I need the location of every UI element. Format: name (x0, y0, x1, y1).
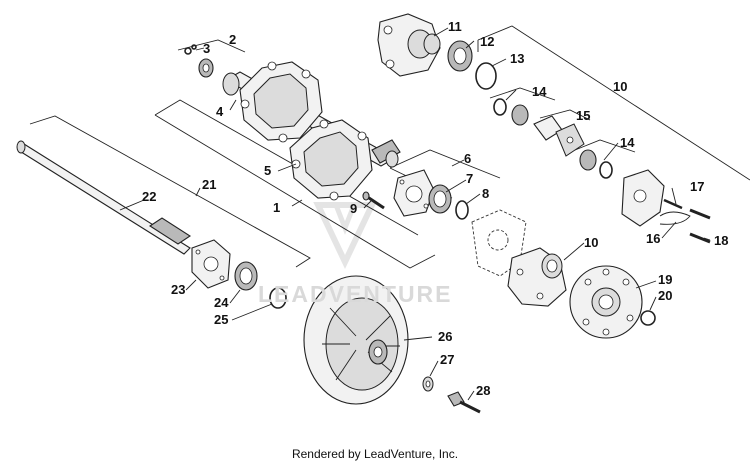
part-2-seal (198, 58, 214, 78)
callout-27: 27 (440, 352, 454, 367)
part-25-snap-ring (269, 287, 287, 309)
callout-11: 11 (448, 19, 462, 34)
watermark-logo (313, 202, 377, 270)
part-7-bearing (428, 184, 452, 214)
watermark-text: LEADVENTURE (258, 281, 453, 307)
part-17-pin (663, 198, 683, 210)
callout-21: 21 (202, 177, 216, 192)
part-13-snap-ring (475, 62, 497, 90)
part-4-sprocket-upper (239, 61, 323, 143)
callout-2: 2 (229, 32, 236, 47)
callout-15: 15 (576, 108, 590, 123)
callout-26: 26 (438, 329, 452, 344)
callout-10-lower: 10 (584, 235, 598, 250)
part-5-sprocket-lower (289, 119, 373, 201)
callout-3: 3 (203, 41, 210, 56)
part-10-clamp (621, 169, 665, 227)
group-bracket-14 (489, 87, 636, 153)
part-14-seal-upper (493, 98, 529, 126)
part-9-bolt (362, 191, 385, 210)
callout-20: 20 (658, 288, 672, 303)
callout-22: 22 (142, 189, 156, 204)
callout-23: 23 (171, 282, 185, 297)
part-28-bolt (447, 391, 481, 414)
callout-13: 13 (510, 51, 524, 66)
part-19-sprocket (569, 265, 643, 339)
group-bracket-21 (29, 115, 311, 268)
part-8-snap-ring (455, 200, 469, 220)
callout-6: 6 (464, 151, 471, 166)
part-26-driven-clutch (303, 275, 409, 405)
part-16-spring-clip (659, 211, 691, 225)
part-10-housing-lower (507, 247, 567, 307)
callout-24: 24 (214, 295, 229, 310)
callout-9: 9 (350, 201, 357, 216)
group-bracket-10 (477, 25, 750, 181)
callout-4: 4 (216, 104, 224, 119)
part-15-tensioner-block (533, 115, 585, 157)
part-24-bearing (234, 261, 258, 291)
part-23-flange (191, 239, 231, 289)
part-6-flange (393, 169, 435, 217)
callout-18: 18 (714, 233, 728, 248)
part-22-jackshaft (16, 140, 192, 255)
callout-12: 12 (480, 34, 494, 49)
callout-28: 28 (476, 383, 490, 398)
callout-7: 7 (466, 171, 473, 186)
part-27-washer (422, 376, 434, 392)
callout-14-lower: 14 (620, 135, 635, 150)
part-20-snap-ring (640, 310, 656, 326)
callout-labels: 1 2 3 4 5 6 7 8 9 10 10 11 12 13 14 14 1… (142, 19, 728, 398)
callout-19: 19 (658, 272, 672, 287)
group-bracket-15 (539, 109, 591, 121)
footer-credit: Rendered by LeadVenture, Inc. (291, 447, 459, 461)
callout-17: 17 (690, 179, 704, 194)
part-18-bolts (689, 208, 711, 244)
callout-10-upper: 10 (613, 79, 627, 94)
part-3-clip (184, 44, 197, 55)
callout-16: 16 (646, 231, 660, 246)
dashed-mounting-plate (471, 209, 527, 277)
callout-8: 8 (482, 186, 489, 201)
part-12-bearing (447, 40, 473, 72)
callout-14-upper: 14 (532, 84, 547, 99)
part-14-seal-lower (579, 149, 613, 179)
callout-1: 1 (273, 200, 280, 215)
callout-5: 5 (264, 163, 271, 178)
part-11-housing-insert (423, 33, 441, 55)
leader-lines (119, 27, 711, 401)
callout-25: 25 (214, 312, 228, 327)
